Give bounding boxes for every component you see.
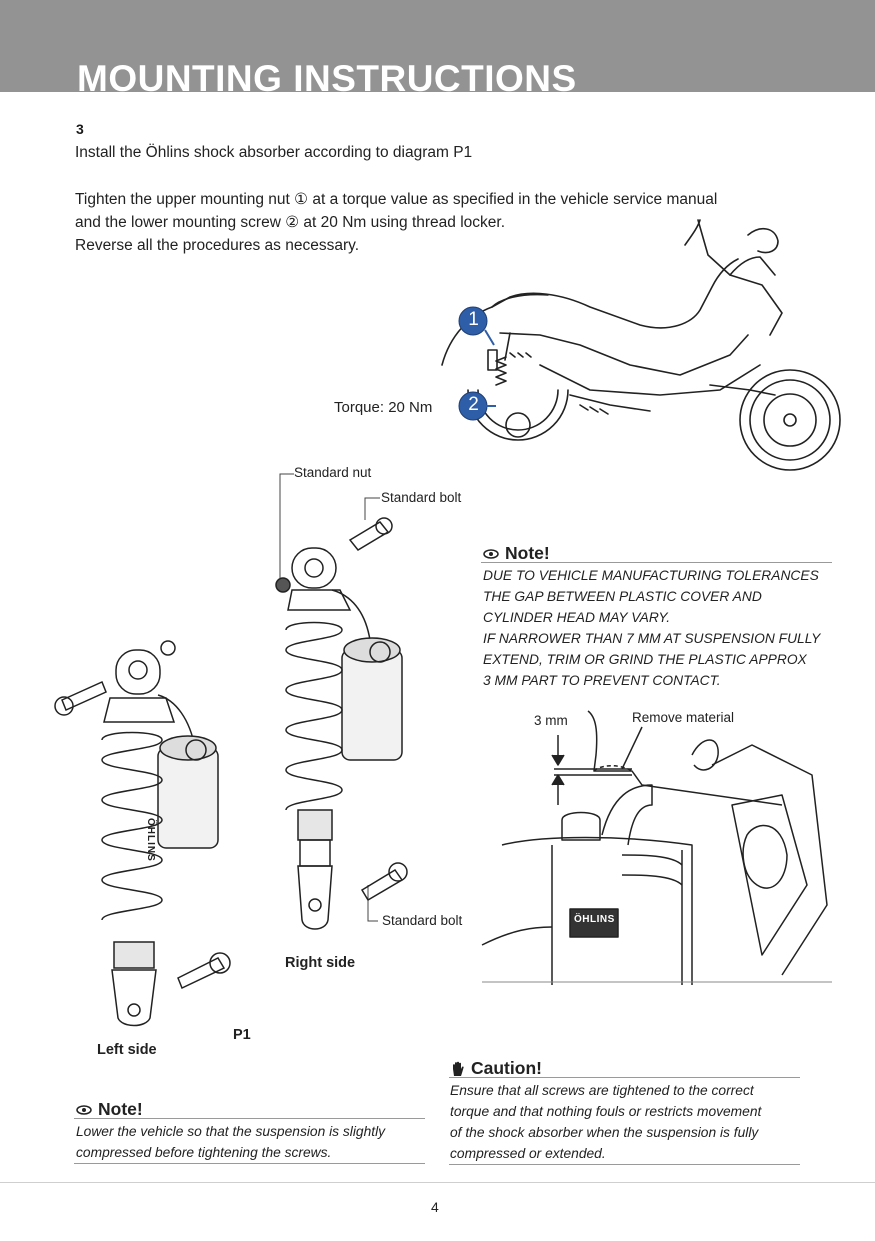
footer-rule [0, 1182, 875, 1183]
caution-bottom-rule [449, 1164, 800, 1165]
left-side-shock-illustration [54, 640, 231, 1027]
note-left-line: compressed before tightening the screws. [76, 1145, 332, 1160]
note-left-bottom-rule [74, 1163, 425, 1164]
note-right-title: Note! [505, 543, 550, 563]
hand-icon [453, 1061, 464, 1076]
remove-material-label: Remove material [632, 710, 735, 725]
note-left-line: Lower the vehicle so that the suspension… [76, 1124, 386, 1139]
caution-line: torque and that nothing fouls or restric… [450, 1104, 762, 1119]
gap-3mm-label: 3 mm [534, 713, 568, 728]
note-right-line: DUE TO VEHICLE MANUFACTURING TOLERANCES [483, 568, 819, 583]
left-side-label: Left side [97, 1042, 157, 1058]
note-left-rule [74, 1118, 425, 1119]
right-side-label: Right side [285, 955, 356, 971]
standard-bolt-bottom-label: Standard bolt [382, 913, 463, 928]
caution-line: Ensure that all screws are tightened to … [450, 1083, 754, 1098]
note-right-body: DUE TO VEHICLE MANUFACTURING TOLERANCES … [483, 565, 843, 691]
header-band: MOUNTING INSTRUCTIONS [0, 0, 875, 92]
left-shock-brand-mark: ÖHLINS [145, 818, 156, 862]
caution-line: of the shock absorber when the suspensio… [450, 1125, 759, 1140]
note-right-line: IF NARROWER THAN 7 MM AT SUSPENSION FULL… [483, 631, 821, 646]
instruction-line-3: and the lower mounting screw ② at 20 Nm … [75, 214, 506, 231]
step-number: 3 [76, 121, 84, 137]
torque-label: Torque: 20 Nm [334, 399, 433, 416]
caution-heading: Caution! [451, 1058, 542, 1079]
caution-body: Ensure that all screws are tightened to … [450, 1080, 810, 1164]
eye-icon [483, 548, 499, 559]
note-right-rule [481, 562, 832, 563]
trim-brand-mark: ÖHLINS [574, 914, 615, 925]
page-title: MOUNTING INSTRUCTIONS [77, 58, 577, 92]
note-right-line: EXTEND, TRIM OR GRIND THE PLASTIC APPROX [483, 652, 807, 667]
instruction-line-2: Tighten the upper mounting nut ① at a to… [75, 191, 718, 208]
page-number: 4 [431, 1199, 439, 1215]
note-right-line: CYLINDER HEAD MAY VARY. [483, 610, 671, 625]
note-left-title: Note! [98, 1099, 143, 1119]
standard-nut-label: Standard nut [294, 465, 372, 480]
note-right-heading: Note! [483, 543, 550, 564]
figure-id-label: P1 [233, 1027, 251, 1043]
note-right-line: 3 MM PART TO PREVENT CONTACT. [483, 673, 721, 688]
standard-bolt-top-label: Standard bolt [381, 490, 462, 505]
instruction-line-1: Install the Öhlins shock absorber accord… [75, 144, 473, 161]
callout-1-badge: 1 [468, 309, 479, 330]
leader-lines [279, 473, 380, 922]
caution-rule [449, 1077, 800, 1078]
caution-line: compressed or extended. [450, 1146, 606, 1161]
caution-title: Caution! [471, 1058, 542, 1078]
callout-2-badge: 2 [468, 394, 479, 415]
note-left-heading: Note! [76, 1099, 143, 1120]
scooter-illustration [441, 219, 841, 471]
note-right-line: THE GAP BETWEEN PLASTIC COVER AND [483, 589, 762, 604]
callout-badges [458, 306, 496, 421]
right-side-shock-illustration [275, 517, 408, 930]
instruction-line-4: Reverse all the procedures as necessary. [75, 237, 360, 254]
trim-detail-illustration [481, 710, 832, 985]
eye-icon [76, 1104, 92, 1115]
note-left-body: Lower the vehicle so that the suspension… [76, 1121, 436, 1163]
